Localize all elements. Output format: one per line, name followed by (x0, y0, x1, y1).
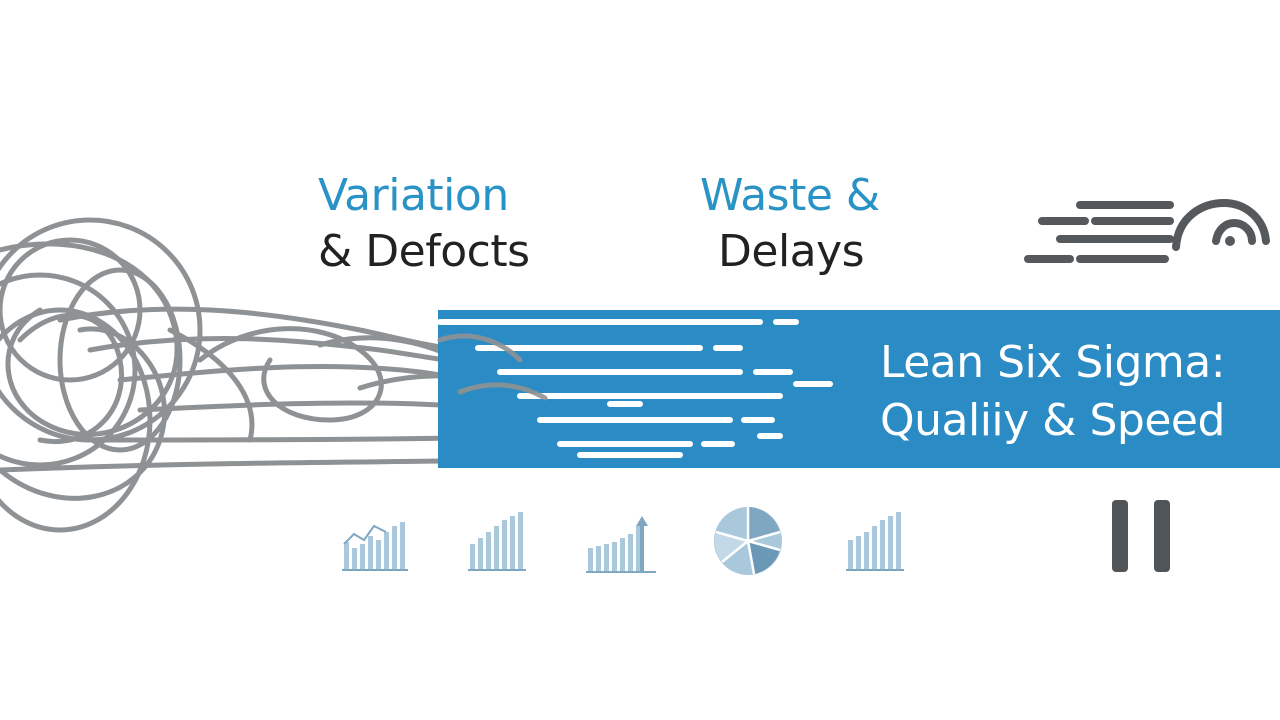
variation-label-line1: Variation (318, 170, 509, 221)
banner-title-line2: Qualiiy & Speed (880, 395, 1225, 446)
variation-label-line2: & Defocts (318, 226, 530, 277)
waste-label-line1: Waste & (700, 170, 880, 221)
waste-delays-label: Waste & Delays (700, 168, 880, 280)
rising-bar-chart-icon (586, 516, 656, 573)
bar-chart-icon (468, 512, 526, 571)
pause-icon[interactable] (1112, 500, 1174, 572)
bar-chart-icon (846, 512, 904, 571)
pause-bar-right (1154, 500, 1170, 572)
waste-label-line2: Delays (718, 226, 865, 277)
variation-defects-label: Variation & Defocts (318, 168, 530, 280)
pause-bar-left (1112, 500, 1128, 572)
bar-chart-icon (342, 522, 408, 571)
speed-lines-icon (1024, 198, 1270, 263)
banner-title: Lean Six Sigma: Qualiiy & Speed (880, 334, 1226, 450)
banner-title-line1: Lean Six Sigma: (880, 337, 1226, 388)
pie-chart-icon (714, 507, 782, 575)
